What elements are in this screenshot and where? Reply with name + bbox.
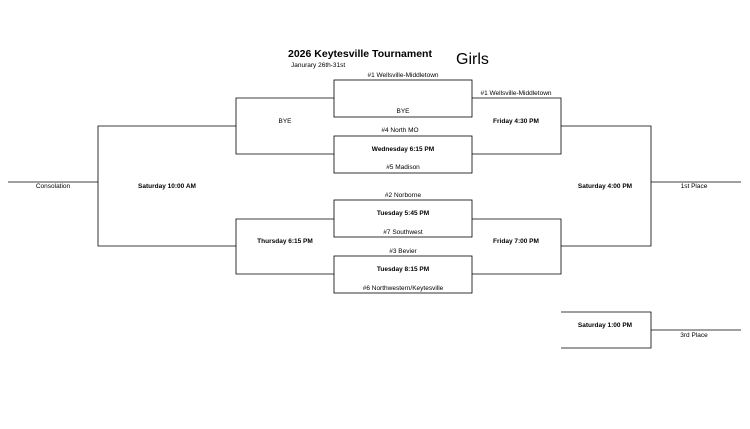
game2-box xyxy=(333,135,473,174)
consolation-final-time: Saturday 10:00 AM xyxy=(138,182,196,190)
semifinal-top-bracket xyxy=(472,97,562,155)
championship-time: Saturday 4:00 PM xyxy=(577,182,633,190)
division-label: Girls xyxy=(456,51,489,68)
consolation-lower-time: Thursday 6:15 PM xyxy=(257,237,313,245)
game3-time: Tuesday 5:45 PM xyxy=(376,209,430,217)
game1-top-team: #1 Wellsville-Middletown xyxy=(367,71,439,79)
game4-box xyxy=(333,255,473,294)
game1-box xyxy=(333,79,473,118)
game2-bottom-team: #5 Madison xyxy=(386,163,420,171)
game2-time: Wednesday 6:15 PM xyxy=(371,145,435,153)
consolation-upper-bracket xyxy=(235,97,334,155)
game2-top-team: #4 North MO xyxy=(381,126,419,134)
game4-top-team: #3 Bevier xyxy=(389,247,417,255)
semifinal-bottom-bracket xyxy=(472,218,562,275)
third-place-time: Saturday 1:00 PM xyxy=(577,321,633,329)
third-place-bracket xyxy=(561,311,652,349)
game3-bottom-team: #7 Southwest xyxy=(383,228,423,236)
consolation-label: Consolation xyxy=(35,182,71,190)
first-place-label: 1st Place xyxy=(680,182,708,190)
page-title: 2026 Keytesville Tournament xyxy=(288,48,432,60)
game3-box xyxy=(333,199,473,238)
championship-bracket xyxy=(561,125,652,247)
game4-time: Tuesday 8:15 PM xyxy=(376,265,430,273)
game3-top-team: #2 Norborne xyxy=(384,191,422,199)
semifinal-top-time: Friday 4:30 PM xyxy=(493,117,539,125)
consolation-lower-bracket xyxy=(235,218,334,275)
date-range: Janurary 26th-31st xyxy=(291,62,346,69)
game4-bottom-team: #6 Northwestern/Keytesville xyxy=(362,284,444,292)
third-place-label: 3rd Place xyxy=(680,331,708,339)
consolation-upper-bye: BYE xyxy=(278,117,292,125)
semifinal-top-advance: #1 Wellsville-Middletown xyxy=(480,89,552,97)
semifinal-bottom-time: Friday 7:00 PM xyxy=(493,237,539,245)
consolation-final-bracket xyxy=(97,125,236,247)
game1-bottom-team: BYE xyxy=(396,107,410,115)
